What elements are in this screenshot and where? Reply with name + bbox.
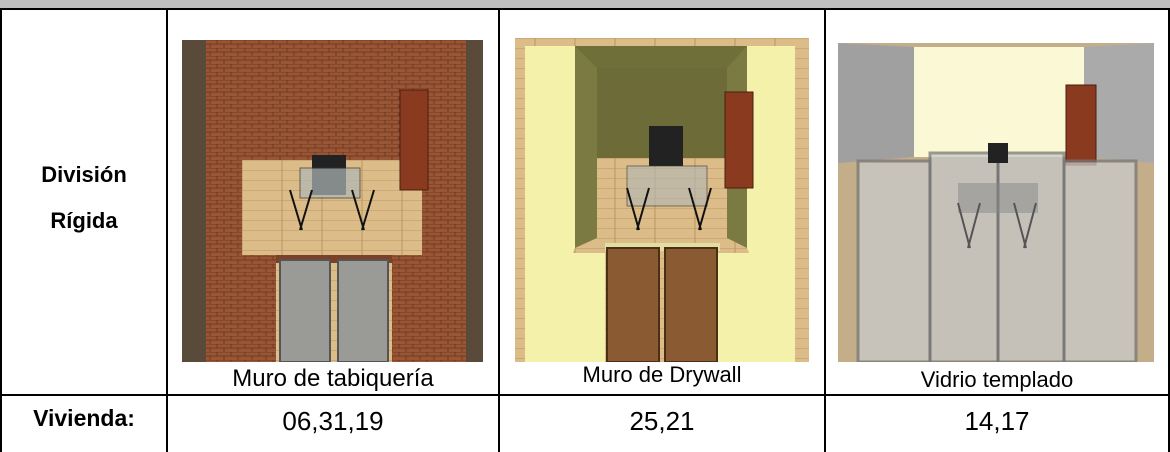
table-divider-3	[824, 10, 826, 452]
option-caption-drywall: Muro de Drywall	[582, 362, 742, 387]
row-label-line2: Rígida	[50, 208, 118, 233]
brick-wall-office-image	[182, 40, 483, 362]
value-drywall: 25,21	[629, 406, 695, 436]
option-caption-brick: Muro de tabiquería	[232, 365, 434, 392]
row-divider	[0, 394, 1170, 396]
value-brick: 06,31,19	[282, 406, 384, 436]
table-border-right	[1168, 10, 1170, 452]
option-caption-glass: Vidrio templado	[920, 367, 1074, 392]
drywall-office-image	[515, 38, 809, 362]
table-divider-1	[166, 10, 168, 452]
table-header-band	[0, 0, 1170, 10]
table-divider-2	[498, 10, 500, 452]
row-label-division-rigida: División Rígida	[2, 157, 166, 239]
row-label-vivienda: Vivienda:	[33, 405, 135, 431]
value-glass: 14,17	[964, 406, 1030, 436]
glass-office-image	[838, 43, 1154, 362]
row-label-line1: División	[41, 162, 127, 187]
table-border-left	[0, 10, 2, 452]
